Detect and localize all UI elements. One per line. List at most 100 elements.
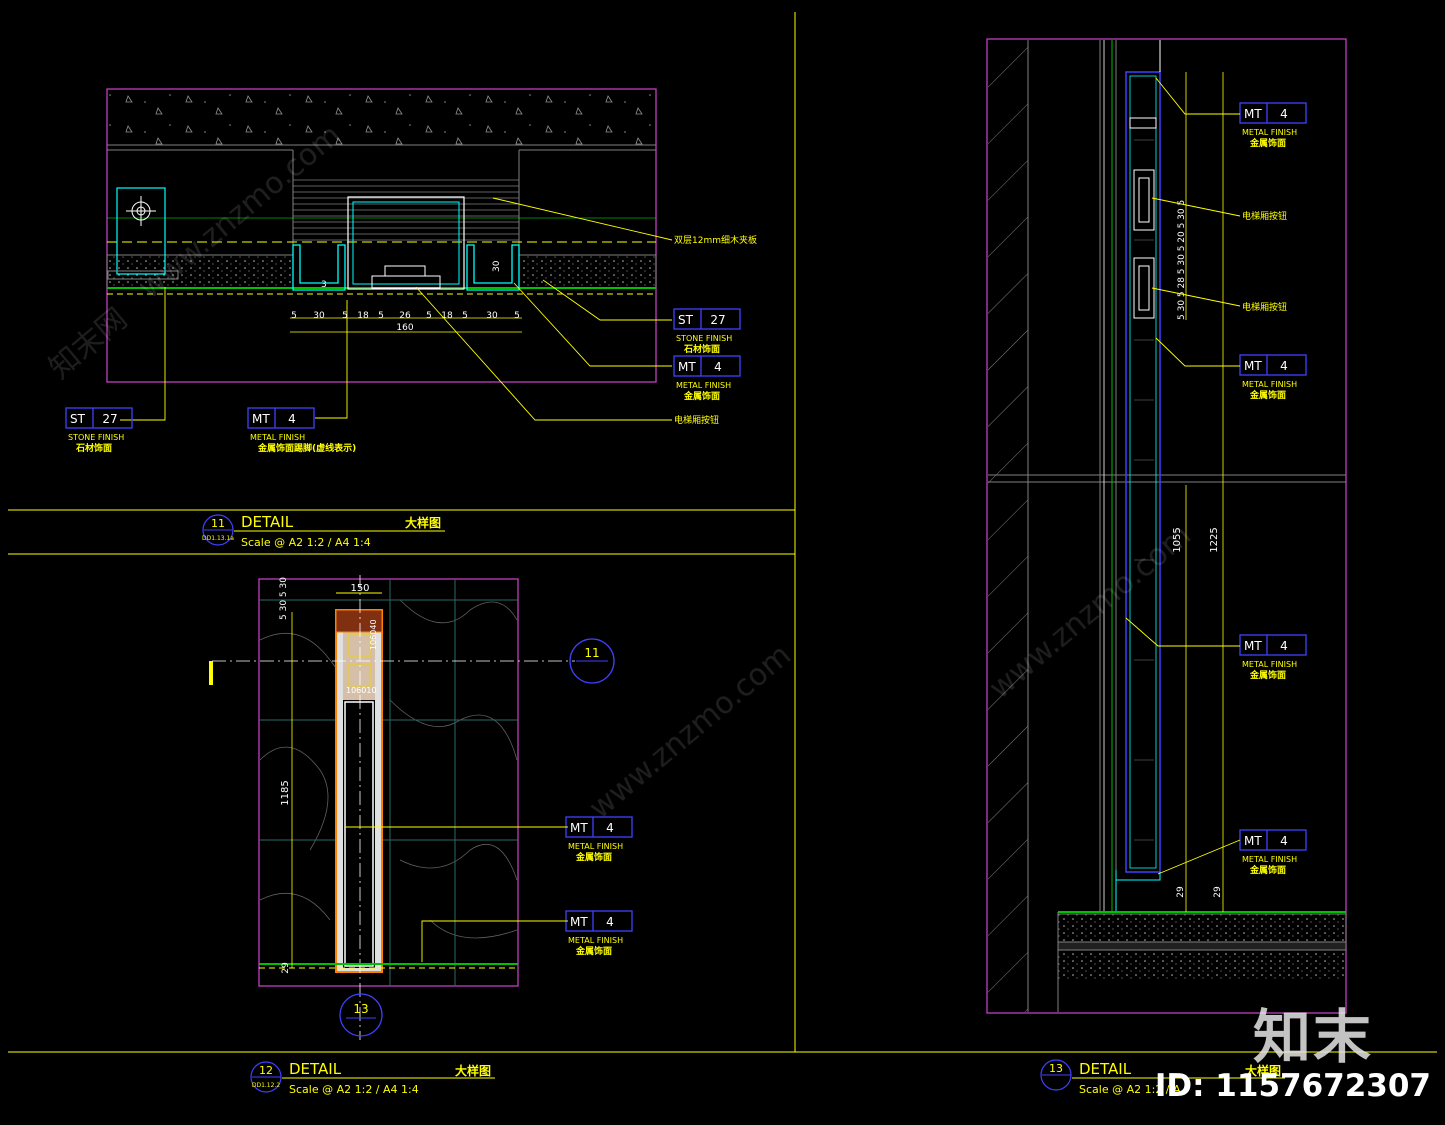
detail-12-bottom-dims: 106010: [346, 686, 377, 695]
detail-12-width: 150: [350, 583, 369, 594]
tag-number: 4: [606, 821, 614, 835]
detail-11-frame: [106, 88, 657, 383]
tag-code: MT: [570, 821, 588, 835]
tag-code: ST: [678, 313, 694, 327]
tag-chinese: 石材饰面: [683, 343, 720, 355]
detail-11-dim-value: 18: [441, 311, 453, 321]
section-marker-11-label: 11: [584, 646, 599, 660]
detail-12-dim-29: 29: [281, 962, 291, 974]
section-marker-11: [569, 638, 615, 684]
tag-english: STONE FINISH: [68, 433, 124, 442]
note-button-2: 电梯厢按钮: [1242, 301, 1287, 313]
detail-12-small-dims: 5 30 5 30: [279, 577, 289, 620]
detail-11-dim-value: 5: [426, 311, 432, 321]
tag-chinese: 金属饰面: [575, 851, 612, 863]
detail-13-title-block: 13 DETAIL 大样图 Scale @ A2 1:2 / A: [1040, 1059, 1285, 1096]
sheet-dividers: [8, 12, 1437, 1053]
detail-12-scale: Scale @ A2 1:2 / A4 1:4: [289, 1083, 419, 1096]
detail-12-number: 12: [259, 1064, 273, 1077]
detail-13-dim-1225: 1225: [1209, 527, 1220, 552]
tag-number: 4: [714, 360, 722, 374]
tag-code: MT: [678, 360, 696, 374]
detail-12-height: 1185: [280, 780, 291, 805]
ceiling-slab-hatch: [108, 90, 655, 145]
tag-chinese: 金属饰面: [1249, 864, 1286, 876]
tag-code: MT: [252, 412, 270, 426]
detail-13-title: DETAIL: [1079, 1060, 1132, 1078]
detail-11-dim-value: 5: [514, 311, 520, 321]
tag-chinese: 金属饰面: [1249, 669, 1286, 681]
detail-13: 5 30 5 28 5 30 5 20 5 30 5 1055 1225 29 …: [986, 38, 1347, 1014]
tag-number: 4: [1280, 834, 1288, 848]
detail-11-dim-value: 5: [342, 311, 348, 321]
button-box: [347, 196, 465, 290]
detail-11: 160 3 30 双层12mm细木夹板 电梯厢按钮: [106, 88, 757, 426]
detail-11-dim-3: 3: [321, 280, 327, 290]
detail-11-dim-value: 5: [291, 311, 297, 321]
tag-number: 4: [1280, 359, 1288, 373]
tag-english: METAL FINISH: [676, 381, 731, 390]
note-button-1: 电梯厢按钮: [1242, 210, 1287, 222]
tag-code: MT: [1244, 834, 1262, 848]
tag-chinese: 金属饰面: [1249, 389, 1286, 401]
detail-13-frame: [986, 38, 1347, 1014]
tag-chinese: 金属饰面踢脚(虚线表示): [257, 442, 356, 454]
detail-13-dim-1055: 1055: [1172, 527, 1183, 552]
detail-12-frame: [258, 578, 519, 987]
detail-13-dim-29b: 29: [1213, 886, 1223, 898]
plywood-layers: [293, 179, 519, 241]
tag-english: METAL FINISH: [568, 842, 623, 851]
tag-code: MT: [1244, 107, 1262, 121]
tag-english: METAL FINISH: [250, 433, 305, 442]
detail-11-dim-value: 5: [462, 311, 468, 321]
watermark-logo: 知末: [1252, 1003, 1373, 1071]
detail-11-title: DETAIL: [241, 513, 294, 531]
tag-code: ST: [70, 412, 86, 426]
panel-metal: [1125, 71, 1161, 873]
section-marker-13-label: 13: [353, 1002, 368, 1016]
floor-layer: [1057, 913, 1347, 943]
tag-english: METAL FINISH: [568, 936, 623, 945]
tag-number: 4: [606, 915, 614, 929]
metal-channel-left: [292, 244, 346, 291]
tag-chinese: 金属饰面: [1249, 137, 1286, 149]
detail-11-number: 11: [211, 517, 225, 530]
detail-11-dim-value: 18: [357, 311, 369, 321]
stone-veins: [259, 599, 518, 939]
tag-english: METAL FINISH: [1242, 855, 1297, 864]
tag-chinese: 金属饰面: [575, 945, 612, 957]
column-top: [335, 609, 383, 633]
tag-number: 4: [288, 412, 296, 426]
detail-11-dim-30: 30: [492, 260, 502, 272]
detail-12-title-block: 12 DD1.12.2 DETAIL 大样图 Scale @ A2 1:2 / …: [250, 1060, 495, 1096]
detail-13-dim-29a: 29: [1176, 886, 1186, 898]
tag-number: 4: [1280, 639, 1288, 653]
detail-11-total: 160: [396, 323, 413, 333]
detail-11-cn-title: 大样图: [405, 515, 441, 530]
detail-11-title-block: 11 DD1.13.1a DETAIL 大样图 Scale @ A2 1:2 /…: [202, 513, 445, 549]
detail-12-cn-title: 大样图: [455, 1063, 491, 1078]
watermark-id: ID: 1157672307: [1154, 1068, 1431, 1104]
bracket-icon: [107, 187, 179, 280]
note-plywood: 双层12mm细木夹板: [674, 234, 757, 246]
tag-english: METAL FINISH: [1242, 128, 1297, 137]
detail-12-ref: DD1.12.2: [252, 1082, 281, 1089]
metal-channel-right: [466, 244, 520, 291]
detail-12-title: DETAIL: [289, 1060, 342, 1078]
tag-chinese: 金属饰面: [683, 390, 720, 402]
tag-number: 27: [710, 313, 725, 327]
detail-11-scale: Scale @ A2 1:2 / A4 1:4: [241, 536, 371, 549]
tag-code: MT: [1244, 639, 1262, 653]
note-button: 电梯厢按钮: [674, 414, 719, 426]
tag-chinese: 石材饰面: [75, 442, 112, 454]
